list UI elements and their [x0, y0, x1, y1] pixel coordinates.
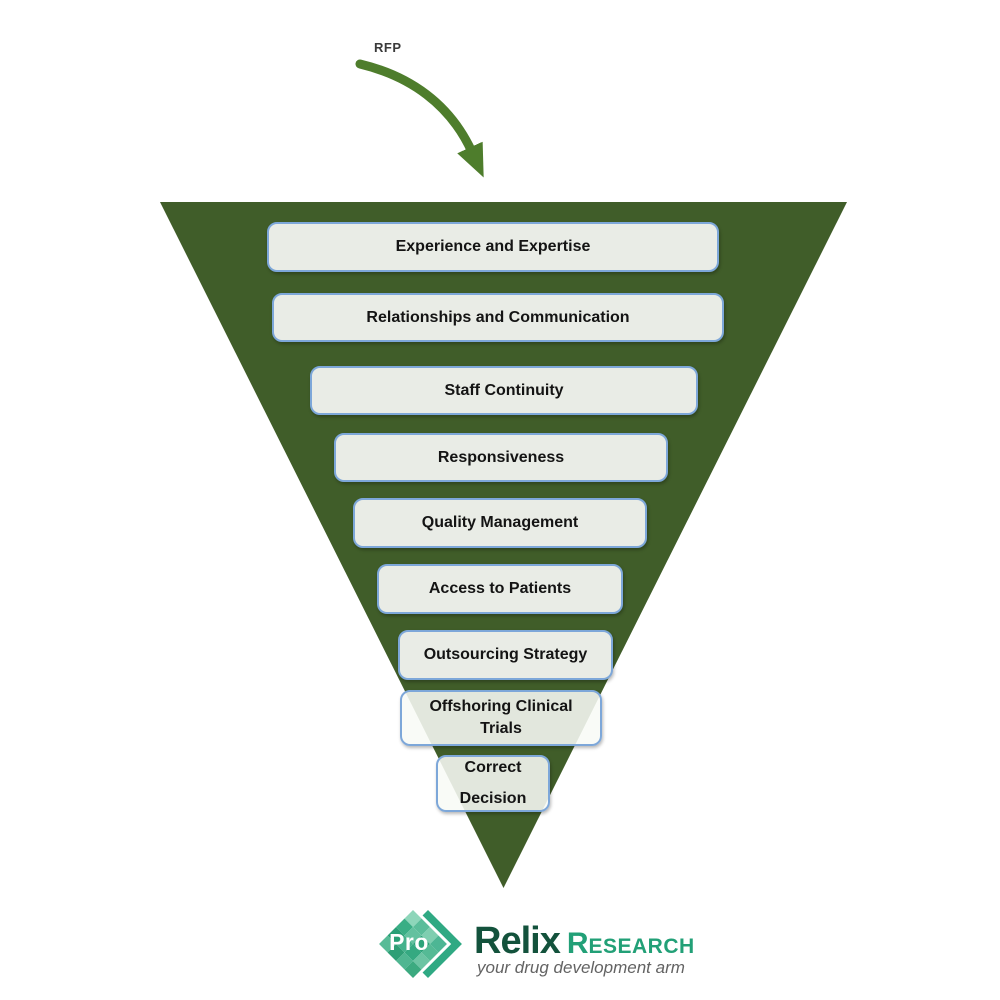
- funnel-box-label: Quality Management: [421, 514, 579, 532]
- brand-research-rest: ESEARCH: [588, 935, 695, 958]
- funnel-box-access-to-patients: Access to Patients: [377, 564, 623, 614]
- funnel-box-staff-continuity: Staff Continuity: [310, 366, 698, 415]
- funnel-box-label: Access to Patients: [428, 580, 572, 598]
- funnel-box-label: Responsiveness: [437, 448, 565, 466]
- funnel-box-quality-management: Quality Management: [353, 498, 647, 548]
- funnel-box-outsourcing-strategy: Outsourcing Strategy: [398, 630, 613, 680]
- rfp-label: RFP: [374, 40, 402, 55]
- funnel-box-label: Outsourcing Strategy: [423, 646, 588, 664]
- funnel-box-label: Experience and Expertise: [395, 238, 591, 256]
- prorelix-diamond-logo-icon: [374, 905, 462, 983]
- brand-relix-text: Relix: [474, 920, 561, 962]
- funnel-box-label: Relationships and Communication: [366, 308, 630, 326]
- funnel-box-label: Correct Decision: [459, 759, 527, 807]
- funnel-box-correct-decision: Correct Decision: [436, 755, 550, 812]
- funnel-box-relationships-and-communication: Relationships and Communication: [272, 293, 724, 342]
- funnel-box-experience-and-expertise: Experience and Expertise: [267, 222, 719, 272]
- brand-tagline: your drug development arm: [477, 958, 685, 977]
- brand-research-initial: R: [566, 927, 589, 960]
- rfp-arrow-icon: [355, 59, 484, 178]
- brand-research-text: RESEARCH: [567, 927, 695, 961]
- funnel-box-offshoring-clinical-trials: Offshoring Clinical Trials: [400, 690, 602, 746]
- brand-name: Relix RESEARCH: [474, 920, 695, 963]
- funnel-box-responsiveness: Responsiveness: [334, 433, 668, 482]
- funnel-box-label: Offshoring Clinical Trials: [429, 698, 573, 737]
- funnel-box-label: Staff Continuity: [444, 381, 564, 399]
- logo-pro-text: Pro: [389, 929, 429, 955]
